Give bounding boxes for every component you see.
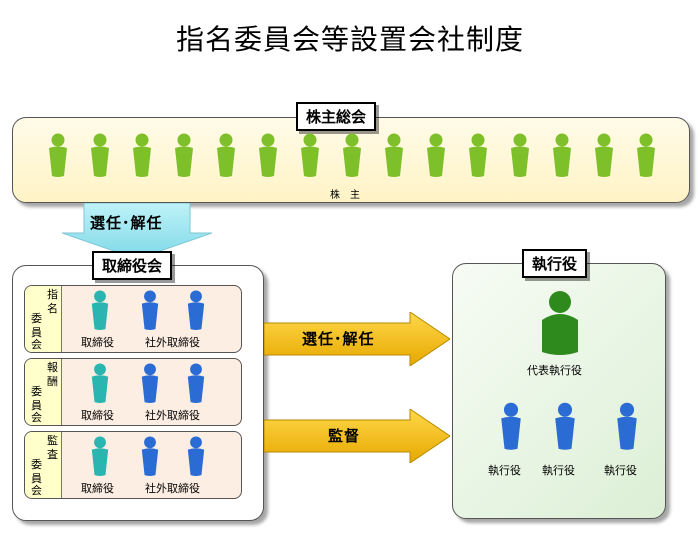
shareholders-row xyxy=(46,132,658,182)
committee-name-char: 指 xyxy=(47,288,58,301)
shareholder-icon xyxy=(592,132,616,178)
committee-name-char: 酬 xyxy=(47,375,58,388)
committee-name-char: 員 xyxy=(31,399,42,412)
shareholder-icon xyxy=(88,132,112,178)
executive-officer-icon xyxy=(498,398,524,454)
executive-officer-icon xyxy=(552,398,578,454)
appoint-down-arrow xyxy=(62,203,212,259)
shareholder-icon xyxy=(130,132,154,178)
committee-box: 指名委員会取締役社外取締役 xyxy=(24,285,242,353)
director-label: 取締役 xyxy=(81,409,114,422)
ceo-icon xyxy=(542,291,578,355)
director-label: 取締役 xyxy=(81,482,114,495)
committee-name: 指名委員会 xyxy=(25,286,62,352)
supervise-right-label: 監督 xyxy=(328,427,361,445)
executive-officer-icon xyxy=(614,398,640,454)
shareholder-icon xyxy=(634,132,658,178)
outside-director-icon xyxy=(139,436,161,476)
shareholder-icon xyxy=(172,132,196,178)
committee-name-char: 査 xyxy=(47,448,58,461)
shareholders-members-label: 株 主 xyxy=(330,190,360,201)
outside-director-icon xyxy=(185,290,207,330)
shareholder-icon xyxy=(214,132,238,178)
outside-director-label: 社外取締役 xyxy=(145,482,200,495)
director-label: 取締役 xyxy=(81,336,114,349)
page-title: 指名委員会等設置会社制度 xyxy=(175,23,524,56)
committee-name: 監査委員会 xyxy=(25,432,62,498)
committee-box: 報酬委員会取締役社外取締役 xyxy=(24,358,242,426)
committee-name-char: 会 xyxy=(31,411,42,424)
executive-officer-label: 執行役 xyxy=(542,464,575,477)
outside-director-icon xyxy=(139,290,161,330)
outside-director-icon xyxy=(139,363,161,403)
ceo-label: 代表執行役 xyxy=(527,364,582,377)
outside-director-icon xyxy=(185,363,207,403)
committee-box: 監査委員会取締役社外取締役 xyxy=(24,431,242,499)
executives-label: 執行役 xyxy=(522,249,588,278)
shareholder-icon xyxy=(46,132,70,178)
outside-director-icon xyxy=(185,436,207,476)
shareholder-icon xyxy=(340,132,364,178)
director-icon xyxy=(89,436,111,476)
shareholder-icon xyxy=(298,132,322,178)
supervise-right-arrow xyxy=(264,409,450,463)
committee-name-char: 報 xyxy=(47,361,58,374)
committee-name-char: 委 xyxy=(31,458,42,471)
committee-name: 報酬委員会 xyxy=(25,359,62,425)
board-label: 取締役会 xyxy=(92,251,173,280)
executive-officer-label: 執行役 xyxy=(488,464,521,477)
committee-name-char: 会 xyxy=(31,484,42,497)
executive-officer-label: 執行役 xyxy=(604,464,637,477)
committee-name-char: 会 xyxy=(31,338,42,351)
appoint-right-label: 選任･解任 xyxy=(302,330,375,348)
shareholder-icon xyxy=(424,132,448,178)
committee-name-char: 監 xyxy=(47,434,58,447)
shareholder-icon xyxy=(466,132,490,178)
committee-name-char: 委 xyxy=(31,385,42,398)
outside-director-label: 社外取締役 xyxy=(145,409,200,422)
appoint-right-arrow xyxy=(264,312,450,366)
committee-name-char: 員 xyxy=(31,472,42,485)
shareholder-icon xyxy=(382,132,406,178)
committee-name-char: 員 xyxy=(31,326,42,339)
director-icon xyxy=(89,290,111,330)
shareholders-meeting-label: 株主総会 xyxy=(296,102,377,131)
shareholder-icon xyxy=(508,132,532,178)
committee-name-char: 名 xyxy=(47,302,58,315)
director-icon xyxy=(89,363,111,403)
shareholder-icon xyxy=(256,132,280,178)
outside-director-label: 社外取締役 xyxy=(145,336,200,349)
appoint-down-label: 選任･解任 xyxy=(90,214,163,232)
committee-name-char: 委 xyxy=(31,312,42,325)
shareholder-icon xyxy=(550,132,574,178)
